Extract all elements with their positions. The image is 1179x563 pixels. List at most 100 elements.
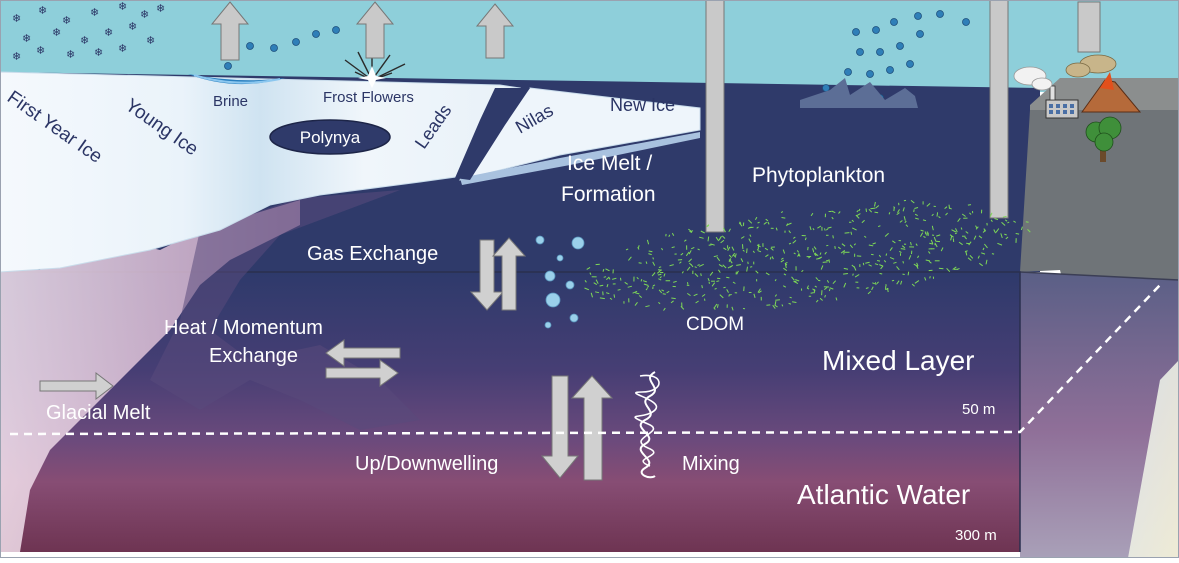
svg-text:❄: ❄: [80, 35, 89, 47]
phytoplankton-speck: [908, 272, 909, 276]
phytoplankton-speck: [829, 289, 830, 291]
label-ice-melt-1: Ice Melt /: [567, 152, 652, 175]
phytoplankton-speck: [845, 233, 850, 234]
phytoplankton-speck: [701, 273, 702, 276]
phytoplankton-speck: [758, 244, 759, 248]
phytoplankton-speck: [903, 261, 904, 263]
svg-text:❄: ❄: [36, 45, 45, 57]
svg-text:❄: ❄: [90, 7, 99, 19]
phytoplankton-speck: [775, 300, 780, 301]
phytoplankton-speck: [877, 261, 880, 262]
phytoplankton-speck: [930, 276, 931, 278]
svg-text:❄: ❄: [104, 27, 113, 39]
phytoplankton-speck: [614, 294, 615, 297]
svg-text:❄: ❄: [140, 9, 149, 21]
label-gas-exchange: Gas Exchange: [307, 243, 438, 265]
phytoplankton-speck: [789, 303, 791, 304]
phytoplankton-speck: [826, 245, 828, 246]
svg-text:❄: ❄: [38, 5, 47, 17]
svg-text:❄: ❄: [94, 47, 103, 59]
phytoplankton-speck: [992, 254, 994, 255]
phytoplankton-speck: [829, 259, 830, 262]
phytoplankton-speck: [639, 263, 642, 264]
phytoplankton-speck: [600, 298, 605, 299]
phytoplankton-speck: [618, 290, 621, 291]
label-glacial-melt: Glacial Melt: [46, 402, 151, 424]
phytoplankton-speck: [708, 237, 709, 242]
phytoplankton-speck: [671, 298, 675, 299]
phytoplankton-speck: [729, 294, 730, 296]
phytoplankton-speck: [966, 243, 970, 244]
label-up-downwelling: Up/Downwelling: [355, 453, 498, 475]
light-pillar-2: [990, 0, 1008, 218]
phytoplankton-speck: [823, 262, 828, 263]
phytoplankton-speck: [880, 273, 883, 274]
phytoplankton-speck: [604, 277, 606, 278]
phytoplankton-speck: [653, 257, 654, 259]
phytoplankton-speck: [702, 285, 703, 288]
label-polynya: Polynya: [300, 128, 361, 147]
label-ice-melt-2: Formation: [561, 183, 656, 206]
svg-text:❄: ❄: [156, 3, 165, 15]
label-depth-50: 50 m: [962, 401, 995, 418]
label-mixing: Mixing: [682, 453, 740, 475]
svg-text:❄: ❄: [22, 33, 31, 45]
phytoplankton-speck: [892, 280, 894, 281]
phytoplankton-speck: [782, 218, 786, 219]
phytoplankton-speck: [814, 289, 815, 293]
label-phytoplankton: Phytoplankton: [752, 164, 885, 187]
phytoplankton-speck: [927, 232, 928, 236]
svg-text:❄: ❄: [62, 15, 71, 27]
phytoplankton-speck: [1026, 222, 1029, 223]
phytoplankton-speck: [889, 212, 890, 214]
phytoplankton-speck: [825, 228, 826, 230]
phytoplankton-speck: [750, 267, 752, 268]
label-brine: Brine: [213, 93, 248, 110]
phytoplankton-speck: [844, 250, 845, 254]
svg-text:❄: ❄: [66, 49, 75, 61]
label-atlantic-water: Atlantic Water: [797, 479, 970, 510]
label-mixed-layer: Mixed Layer: [822, 345, 975, 376]
phytoplankton-speck: [659, 267, 661, 268]
phytoplankton-speck: [663, 294, 666, 295]
label-frost-flowers: Frost Flowers: [323, 89, 414, 106]
phytoplankton-speck: [1016, 234, 1019, 235]
phytoplankton-speck: [914, 209, 915, 212]
phytoplankton-speck: [853, 274, 854, 276]
svg-text:❄: ❄: [12, 51, 21, 63]
phytoplankton-speck: [968, 205, 971, 206]
phytoplankton-speck: [888, 288, 889, 292]
phytoplankton-speck: [925, 232, 926, 235]
label-cdom: CDOM: [686, 314, 744, 335]
phytoplankton-speck: [641, 279, 642, 281]
phytoplankton-speck: [747, 248, 748, 253]
phytoplankton-speck: [937, 212, 938, 216]
phytoplankton-speck: [811, 293, 814, 294]
phytoplankton-speck: [870, 208, 875, 209]
phytoplankton-speck: [833, 235, 834, 238]
svg-text:❄: ❄: [12, 13, 21, 25]
phytoplankton-speck: [961, 228, 962, 230]
phytoplankton-speck: [866, 209, 867, 212]
phytoplankton-speck: [863, 263, 864, 265]
svg-text:❄: ❄: [52, 27, 61, 39]
label-heat-1: Heat / Momentum: [164, 317, 323, 339]
svg-text:❄: ❄: [118, 1, 127, 13]
svg-text:❄: ❄: [118, 43, 127, 55]
phytoplankton-speck: [835, 246, 836, 249]
light-pillar-1: [706, 0, 724, 232]
phytoplankton-speck: [730, 295, 732, 296]
svg-text:❄: ❄: [128, 21, 137, 33]
phytoplankton-speck: [901, 249, 906, 250]
svg-text:❄: ❄: [146, 35, 155, 47]
phytoplankton-speck: [790, 297, 792, 298]
phytoplankton-speck: [843, 274, 848, 275]
phytoplankton-speck: [875, 282, 876, 285]
phytoplankton-speck: [658, 274, 661, 275]
label-depth-300: 300 m: [955, 527, 997, 544]
phytoplankton-speck: [723, 287, 725, 288]
phytoplankton-speck: [886, 254, 887, 256]
phytoplankton-speck: [726, 277, 729, 278]
